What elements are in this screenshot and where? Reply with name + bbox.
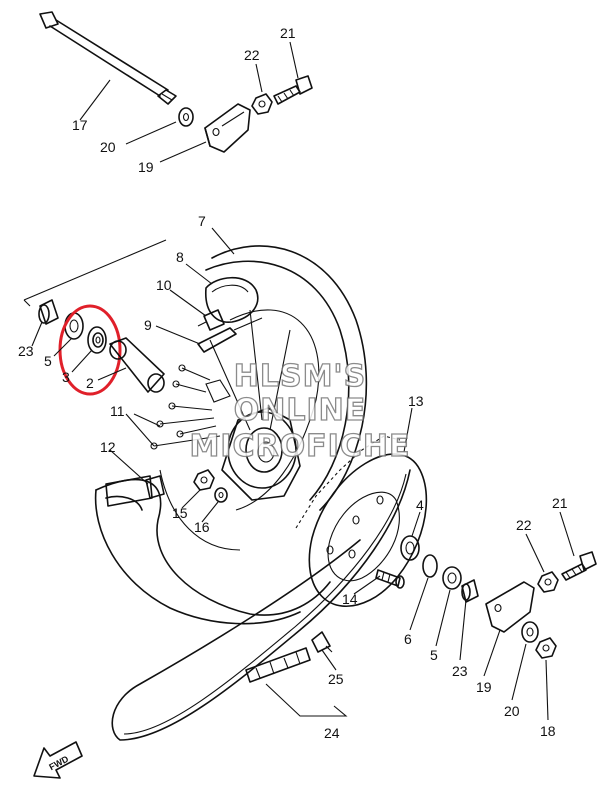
callout-20-top: 20 [100, 139, 116, 155]
callout-22-top: 22 [244, 47, 260, 63]
callout-19-top: 19 [138, 159, 154, 175]
callout-15: 15 [172, 505, 188, 521]
callout-7: 7 [198, 213, 206, 229]
rear-axle [39, 11, 177, 105]
callout-6: 6 [404, 631, 412, 647]
rim-band-8 [205, 277, 259, 323]
callout-10: 10 [156, 277, 172, 293]
clip-12 [105, 475, 165, 507]
washer-16 [214, 487, 228, 503]
washer-20-right [521, 621, 539, 643]
nut-18 [535, 637, 557, 659]
callout-3: 3 [62, 369, 70, 385]
nut-22-right [537, 571, 559, 593]
washer-20-top [178, 107, 194, 127]
callout-19-right: 19 [476, 679, 492, 695]
callout-21-right: 21 [552, 495, 568, 511]
callout-4: 4 [416, 497, 424, 513]
chain-adjuster-19-right [485, 581, 535, 633]
nut-15 [193, 469, 215, 491]
bolt-14 [375, 569, 405, 589]
callout-20-right: 20 [504, 703, 520, 719]
callout-17: 17 [72, 117, 88, 133]
oil-seal-5-right [442, 566, 462, 590]
callout-8: 8 [176, 249, 184, 265]
callout-12: 12 [100, 439, 116, 455]
callout-23-left: 23 [18, 343, 34, 359]
callout-9: 9 [144, 317, 152, 333]
spacer-2 [109, 337, 165, 393]
spoke-9 [197, 317, 263, 353]
chain-24 [111, 469, 411, 741]
bolt-21-right [561, 551, 597, 581]
watermark-line-3: MICROFICHE [190, 429, 411, 464]
callout-23-right: 23 [452, 663, 468, 679]
callout-18: 18 [540, 723, 556, 739]
valve-10 [197, 309, 225, 331]
oil-seal-5-left [64, 312, 84, 340]
callout-11: 11 [110, 403, 125, 419]
watermark-line-2: ONLINE [234, 393, 367, 428]
callout-14: 14 [342, 591, 358, 607]
bolts-11 [150, 364, 221, 450]
callout-2: 2 [86, 375, 94, 391]
fwd-arrow-icon [33, 741, 83, 779]
sprocket-13 [308, 453, 428, 607]
bearing-4 [400, 535, 420, 561]
callout-16: 16 [194, 519, 210, 535]
callout-22-right: 22 [516, 517, 532, 533]
chain-adjuster-19-top [204, 103, 251, 153]
bolt-21-top [273, 75, 313, 105]
callout-25: 25 [328, 671, 344, 687]
collar-23-right [461, 579, 479, 603]
callout-13: 13 [408, 393, 424, 409]
watermark-line-1: HLSM'S [234, 359, 366, 394]
circlip-6 [422, 554, 438, 578]
callout-24: 24 [324, 725, 340, 741]
callout-labels: 17 20 19 22 21 7 8 10 9 23 5 3 2 11 12 1… [18, 25, 568, 741]
nut-22-top [251, 93, 273, 115]
callout-5-right: 5 [430, 647, 438, 663]
collar-23-left [38, 299, 59, 325]
callout-21-top: 21 [280, 25, 296, 41]
leader-lines [31, 41, 575, 721]
bearing-3 [87, 326, 107, 354]
rear-hub [205, 379, 301, 501]
chain-links-dots [295, 435, 401, 529]
master-link-clip-25 [311, 631, 333, 653]
callout-5-left: 5 [44, 353, 52, 369]
